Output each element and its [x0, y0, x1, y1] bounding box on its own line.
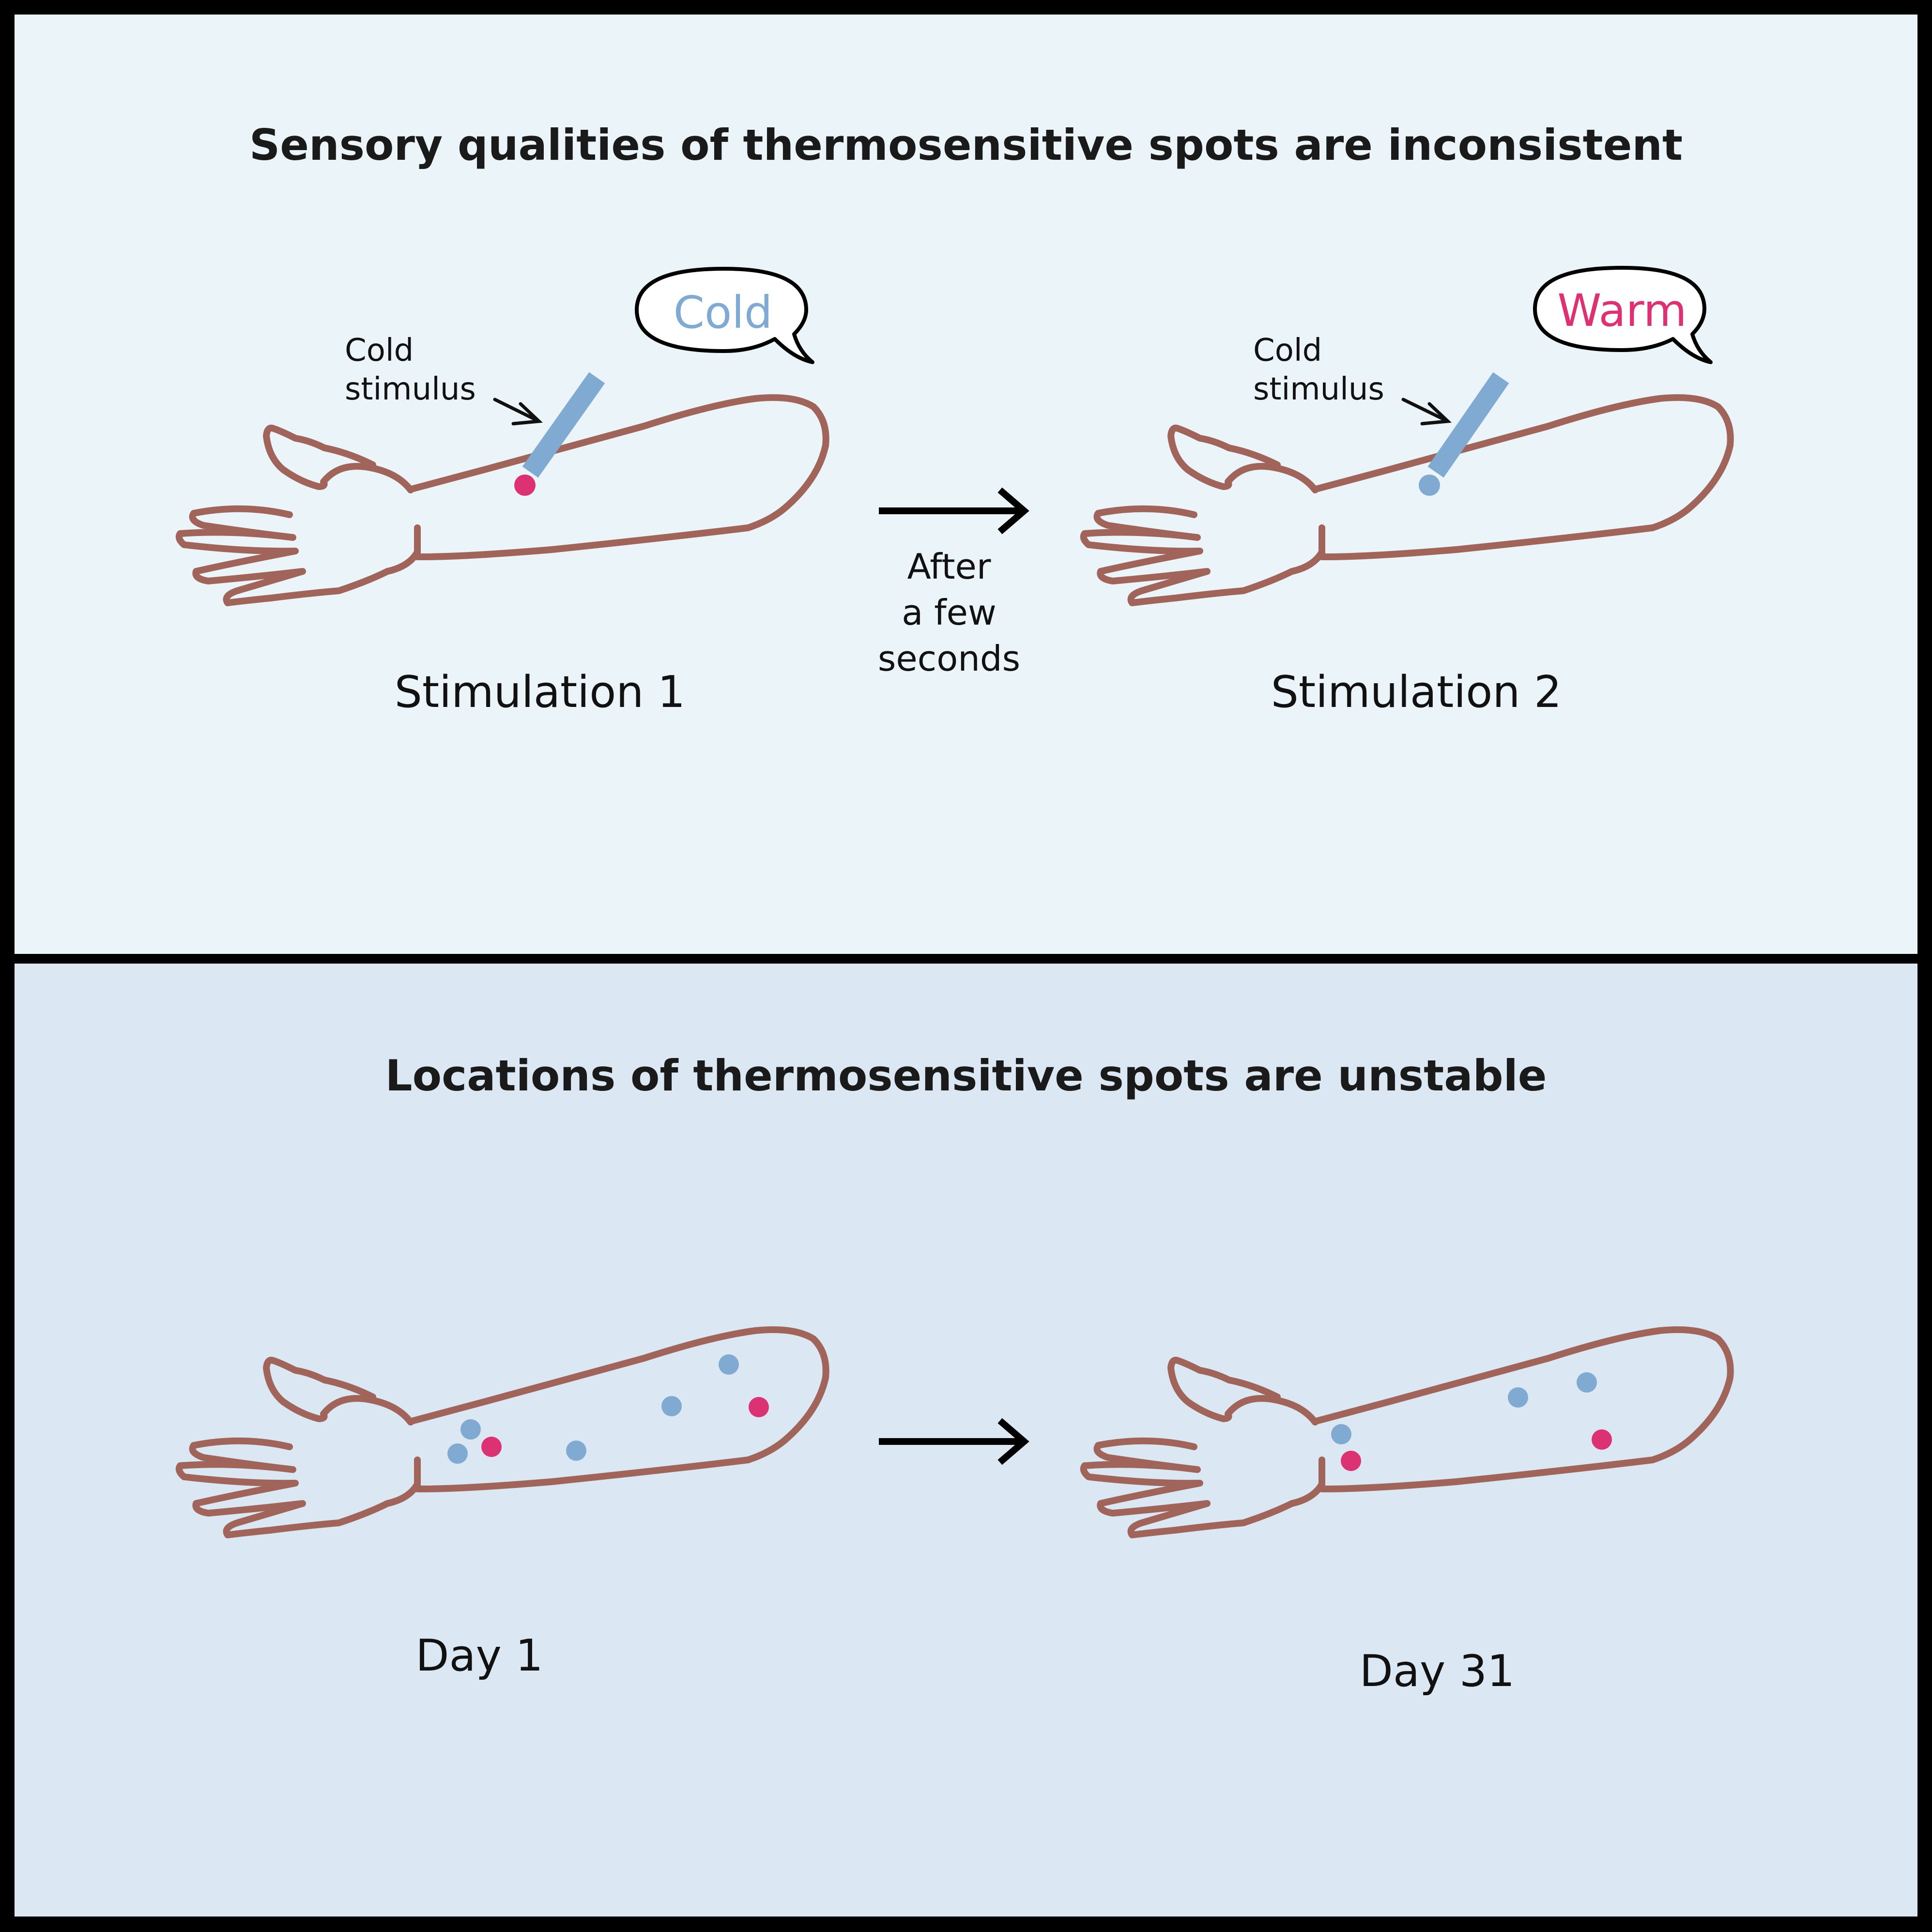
- warm-spot: [1341, 1451, 1361, 1471]
- caption-day-1: Day 1: [415, 1630, 543, 1681]
- cold-spot: [1577, 1372, 1597, 1393]
- warm-spot: [1592, 1429, 1612, 1450]
- cold-spot: [719, 1354, 739, 1375]
- warm-spot: [749, 1397, 769, 1417]
- cold-spot: [460, 1419, 481, 1440]
- cold-spot: [661, 1396, 682, 1416]
- spots-day-31: [1331, 1372, 1612, 1471]
- stimulus-label-line1-1: Cold: [345, 333, 414, 368]
- pointer-arrow-icon: [1401, 398, 1452, 426]
- caption-stimulation-1: Stimulation 1: [395, 667, 686, 718]
- top-panel-title: Sensory qualities of thermosensitive spo…: [249, 120, 1683, 170]
- cold-spot: [1331, 1424, 1351, 1444]
- cold-probe-2: [1427, 372, 1509, 478]
- arrow-caption-line2: a few: [902, 592, 997, 633]
- bottom-panel-title: Locations of thermosensitive spots are u…: [385, 1051, 1547, 1101]
- caption-stimulation-2: Stimulation 2: [1271, 667, 1562, 718]
- stimulus-label-line1-2: Cold: [1253, 333, 1322, 368]
- speech-bubble-2: Warm: [1533, 266, 1713, 364]
- arrow-caption-line3: seconds: [878, 638, 1020, 679]
- spot-stimulated-1: [514, 475, 536, 496]
- cold-spot: [447, 1443, 468, 1464]
- warm-spot: [481, 1437, 502, 1457]
- stimulus-label-line2-1: stimulus: [345, 371, 476, 407]
- speech-bubble-text-1: Cold: [674, 287, 772, 338]
- arrow-caption-line1: After: [907, 546, 991, 587]
- cold-spot: [566, 1441, 586, 1461]
- speech-bubble-text-2: Warm: [1557, 285, 1687, 337]
- spot-stimulated-2: [1419, 475, 1440, 496]
- cold-spot: [1508, 1387, 1528, 1408]
- caption-day-31: Day 31: [1360, 1646, 1515, 1697]
- spots-day-1: [447, 1354, 769, 1464]
- stimulus-label-line2-2: stimulus: [1253, 371, 1384, 407]
- cold-probe-1: [522, 372, 605, 478]
- speech-bubble-1: Cold: [635, 267, 814, 364]
- right-arrow-icon: [879, 487, 1029, 535]
- pointer-arrow-icon: [493, 398, 543, 426]
- right-arrow-icon: [879, 1418, 1029, 1465]
- top-panel-background: [15, 15, 1917, 954]
